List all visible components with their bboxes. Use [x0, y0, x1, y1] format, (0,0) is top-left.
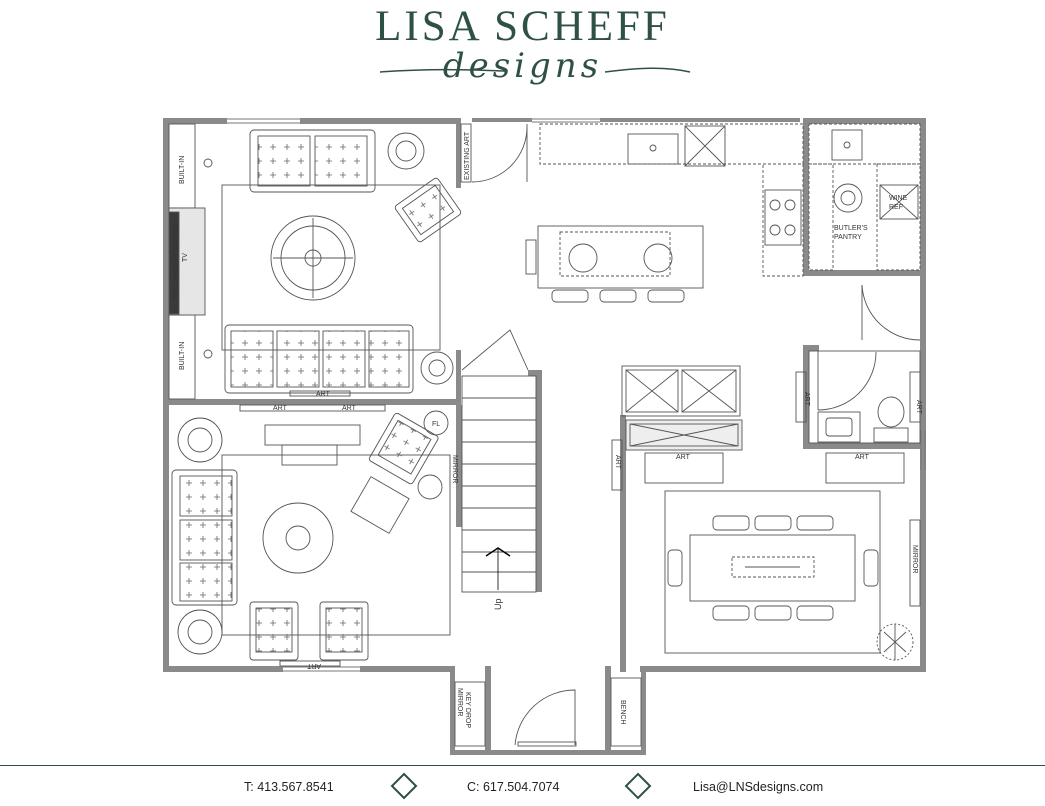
label-existing-art: EXISTING ART — [464, 131, 471, 180]
label-fl: FL — [432, 421, 440, 428]
label-art-dining-left: ART — [614, 455, 621, 470]
label-art-powder-right: ART — [915, 400, 922, 415]
butlers-pantry — [808, 123, 921, 341]
label-built-in-bottom: BUILT-IN — [179, 342, 186, 370]
family-room — [171, 404, 451, 667]
dining-room — [611, 365, 921, 661]
diamond-divider-icon — [624, 772, 652, 800]
label-art-living-3: ART — [342, 405, 357, 412]
label-up: Up — [493, 598, 503, 610]
plan-labels: BUILT-IN BUILT-IN FULL HEIGHT MANTEL TV … — [173, 131, 922, 728]
powder-room — [795, 350, 921, 444]
email-link[interactable]: Lisa@LNSdesigns.com — [693, 780, 824, 794]
foyer — [454, 677, 642, 747]
label-built-in-top: BUILT-IN — [179, 156, 186, 184]
brand-header: LISA SCHEFF designs — [0, 0, 1045, 112]
label-mirror-dining: MIRROR — [911, 545, 918, 573]
label-art-family-bottom: ART — [306, 662, 321, 669]
label-art-powder-left: ART — [803, 392, 810, 407]
diamond-divider-icon — [390, 772, 418, 800]
label-mirror-stair: MIRROR — [451, 455, 458, 483]
label-art-living-2: ART — [316, 391, 331, 398]
label-full-height-mantel: FULL HEIGHT MANTEL — [173, 222, 180, 298]
label-key-drop: KEY DROP — [464, 692, 471, 728]
label-art-dining-1: ART — [676, 454, 691, 461]
kitchen — [460, 123, 804, 303]
label-art-dining-2: ART — [855, 454, 870, 461]
brand-title: LISA SCHEFF — [375, 3, 670, 50]
stairs — [461, 329, 537, 593]
brand-subtitle: designs — [442, 46, 603, 86]
floor-plan: BUILT-IN BUILT-IN FULL HEIGHT MANTEL TV … — [163, 118, 926, 755]
label-tv: TV — [182, 253, 189, 262]
contact-footer: T: 413.567.8541 C: 617.504.7074 Lisa@LNS… — [0, 765, 1045, 806]
living-room — [168, 123, 462, 400]
signature-swash — [379, 67, 691, 73]
windows — [163, 118, 926, 672]
phone-t[interactable]: T: 413.567.8541 — [244, 780, 334, 794]
label-bench: BENCH — [619, 700, 626, 725]
label-mirror-foyer: MIRROR — [456, 688, 463, 716]
exterior-walls — [163, 118, 926, 755]
label-art-living-1: ART — [273, 405, 288, 412]
phone-c[interactable]: C: 617.504.7074 — [467, 780, 560, 794]
